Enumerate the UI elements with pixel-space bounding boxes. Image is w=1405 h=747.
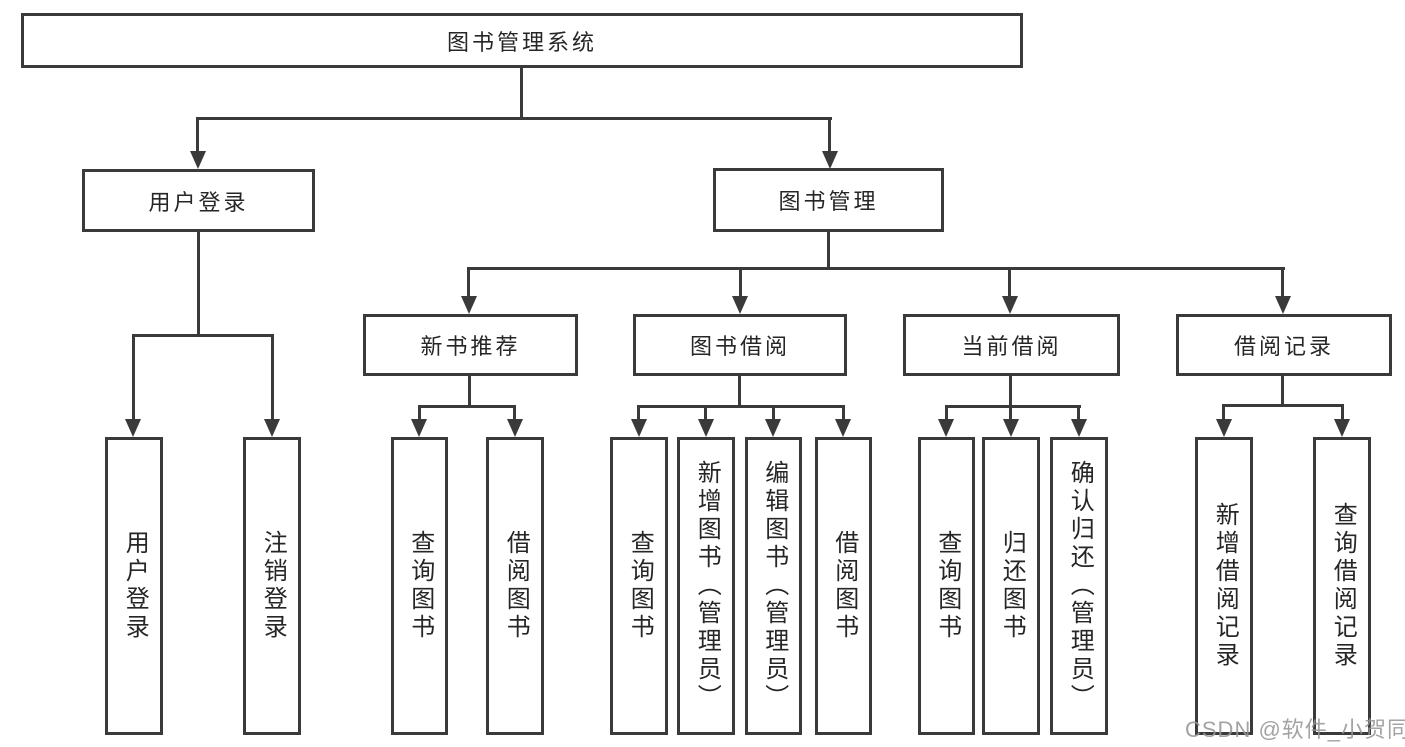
leaf-current-query-books: 查询图书 <box>918 437 975 735</box>
node-book-borrow: 图书借阅 <box>633 314 847 376</box>
node-current-borrow: 当前借阅 <box>903 314 1120 376</box>
arrowhead-down-icon <box>1275 296 1291 314</box>
connector-bookmgmt-drop-4 <box>1281 267 1284 299</box>
connector-userlogin-hline <box>132 334 274 337</box>
leaf-borrow-edit-books-admin-label: 编辑图书（管理员） <box>760 460 788 712</box>
connector-bookmgmt-drop-1 <box>467 267 470 299</box>
arrowhead-down-icon <box>631 419 647 437</box>
connector-records-drop-2 <box>1341 404 1344 421</box>
connector-userlogin-drop-right <box>271 334 274 424</box>
leaf-newbook-query-books: 查询图书 <box>391 437 448 735</box>
connector-newbook-stem <box>468 376 471 408</box>
connector-bookmgmt-stem <box>827 232 830 270</box>
arrowhead-down-icon <box>698 419 714 437</box>
arrowhead-down-icon <box>1334 419 1350 437</box>
node-book-borrow-label: 图书借阅 <box>689 334 790 359</box>
leaf-borrow-add-books-admin: 新增图书（管理员） <box>677 437 735 735</box>
node-new-book-recommend-label: 新书推荐 <box>420 334 521 359</box>
leaf-newbook-query-books-label: 查询图书 <box>406 530 434 642</box>
connector-bookmgmt-hline <box>467 267 1285 270</box>
node-root-label: 图书管理系统 <box>446 29 597 55</box>
connector-borrow-drop-4 <box>842 405 845 421</box>
leaf-newbook-borrow-books: 借阅图书 <box>486 437 544 735</box>
connector-newbook-drop-1 <box>418 405 421 421</box>
connector-current-drop-1 <box>945 405 948 421</box>
leaf-current-return-books: 归还图书 <box>982 437 1040 735</box>
leaf-user-login: 用户登录 <box>105 437 163 735</box>
node-root: 图书管理系统 <box>21 13 1023 68</box>
arrowhead-down-icon <box>835 419 851 437</box>
connector-newbook-hline <box>418 405 516 408</box>
node-borrow-records: 借阅记录 <box>1176 314 1392 376</box>
connector-userlogin-drop-left <box>132 334 135 424</box>
arrowhead-down-icon <box>507 419 523 437</box>
leaf-newbook-borrow-books-label: 借阅图书 <box>502 530 530 642</box>
leaf-borrow-borrow-books-label: 借阅图书 <box>830 530 858 642</box>
arrowhead-down-icon <box>765 419 781 437</box>
connector-current-stem <box>1009 376 1012 408</box>
connector-root-drop-right <box>828 117 831 155</box>
arrowhead-down-icon <box>938 419 954 437</box>
connector-borrow-stem <box>738 376 741 408</box>
leaf-borrow-edit-books-admin: 编辑图书（管理员） <box>745 437 802 735</box>
arrowhead-down-icon <box>1002 296 1018 314</box>
connector-records-drop-1 <box>1222 404 1225 421</box>
arrowhead-down-icon <box>1216 419 1232 437</box>
leaf-records-add-borrow-record: 新增借阅记录 <box>1195 437 1253 735</box>
leaf-borrow-query-books-label: 查询图书 <box>626 530 654 642</box>
node-book-management-label: 图书管理 <box>778 189 879 214</box>
connector-current-drop-2 <box>1009 405 1012 421</box>
arrowhead-down-icon <box>1071 419 1087 437</box>
arrowhead-down-icon <box>822 151 838 169</box>
connector-records-stem <box>1281 376 1284 407</box>
arrowhead-down-icon <box>1003 419 1019 437</box>
leaf-current-query-books-label: 查询图书 <box>933 530 961 642</box>
node-new-book-recommend: 新书推荐 <box>363 314 578 376</box>
leaf-logout-login-label: 注销登录 <box>259 530 287 642</box>
connector-records-hline <box>1222 404 1344 407</box>
node-current-borrow-label: 当前借阅 <box>961 334 1062 359</box>
node-user-login-label: 用户登录 <box>148 189 249 215</box>
arrowhead-down-icon <box>264 419 280 437</box>
connector-root-drop-left <box>196 117 199 155</box>
leaf-records-add-borrow-record-label: 新增借阅记录 <box>1211 502 1239 670</box>
arrowhead-down-icon <box>190 151 206 169</box>
leaf-current-confirm-return-admin-label: 确认归还（管理员） <box>1066 460 1094 712</box>
watermark: CSDN @软件_小贺同学 <box>1185 717 1405 742</box>
arrowhead-down-icon <box>732 296 748 314</box>
connector-bookmgmt-drop-3 <box>1008 267 1011 299</box>
connector-root-hline <box>196 117 832 120</box>
connector-borrow-drop-2 <box>704 405 707 421</box>
arrowhead-down-icon <box>125 419 141 437</box>
node-book-management: 图书管理 <box>713 168 944 232</box>
connector-borrow-drop-1 <box>637 405 640 421</box>
connector-bookmgmt-drop-2 <box>739 267 742 299</box>
connector-borrow-drop-3 <box>772 405 775 421</box>
connector-current-drop-3 <box>1077 405 1080 421</box>
connector-root-stem <box>520 68 523 120</box>
connector-current-hline <box>945 405 1081 408</box>
node-borrow-records-label: 借阅记录 <box>1233 334 1334 359</box>
connector-newbook-drop-2 <box>513 405 516 421</box>
leaf-records-query-borrow-record-label: 查询借阅记录 <box>1329 502 1357 670</box>
node-user-login: 用户登录 <box>82 169 315 232</box>
leaf-borrow-borrow-books: 借阅图书 <box>815 437 872 735</box>
arrowhead-down-icon <box>411 419 427 437</box>
leaf-current-return-books-label: 归还图书 <box>998 530 1026 642</box>
connector-borrow-hline <box>637 405 845 408</box>
leaf-user-login-label: 用户登录 <box>121 530 149 642</box>
leaf-logout-login: 注销登录 <box>243 437 301 735</box>
arrowhead-down-icon <box>461 296 477 314</box>
connector-userlogin-stem <box>197 232 200 337</box>
leaf-borrow-query-books: 查询图书 <box>610 437 668 735</box>
leaf-current-confirm-return-admin: 确认归还（管理员） <box>1050 437 1108 735</box>
leaf-borrow-add-books-admin-label: 新增图书（管理员） <box>693 460 721 712</box>
leaf-records-query-borrow-record: 查询借阅记录 <box>1313 437 1371 735</box>
